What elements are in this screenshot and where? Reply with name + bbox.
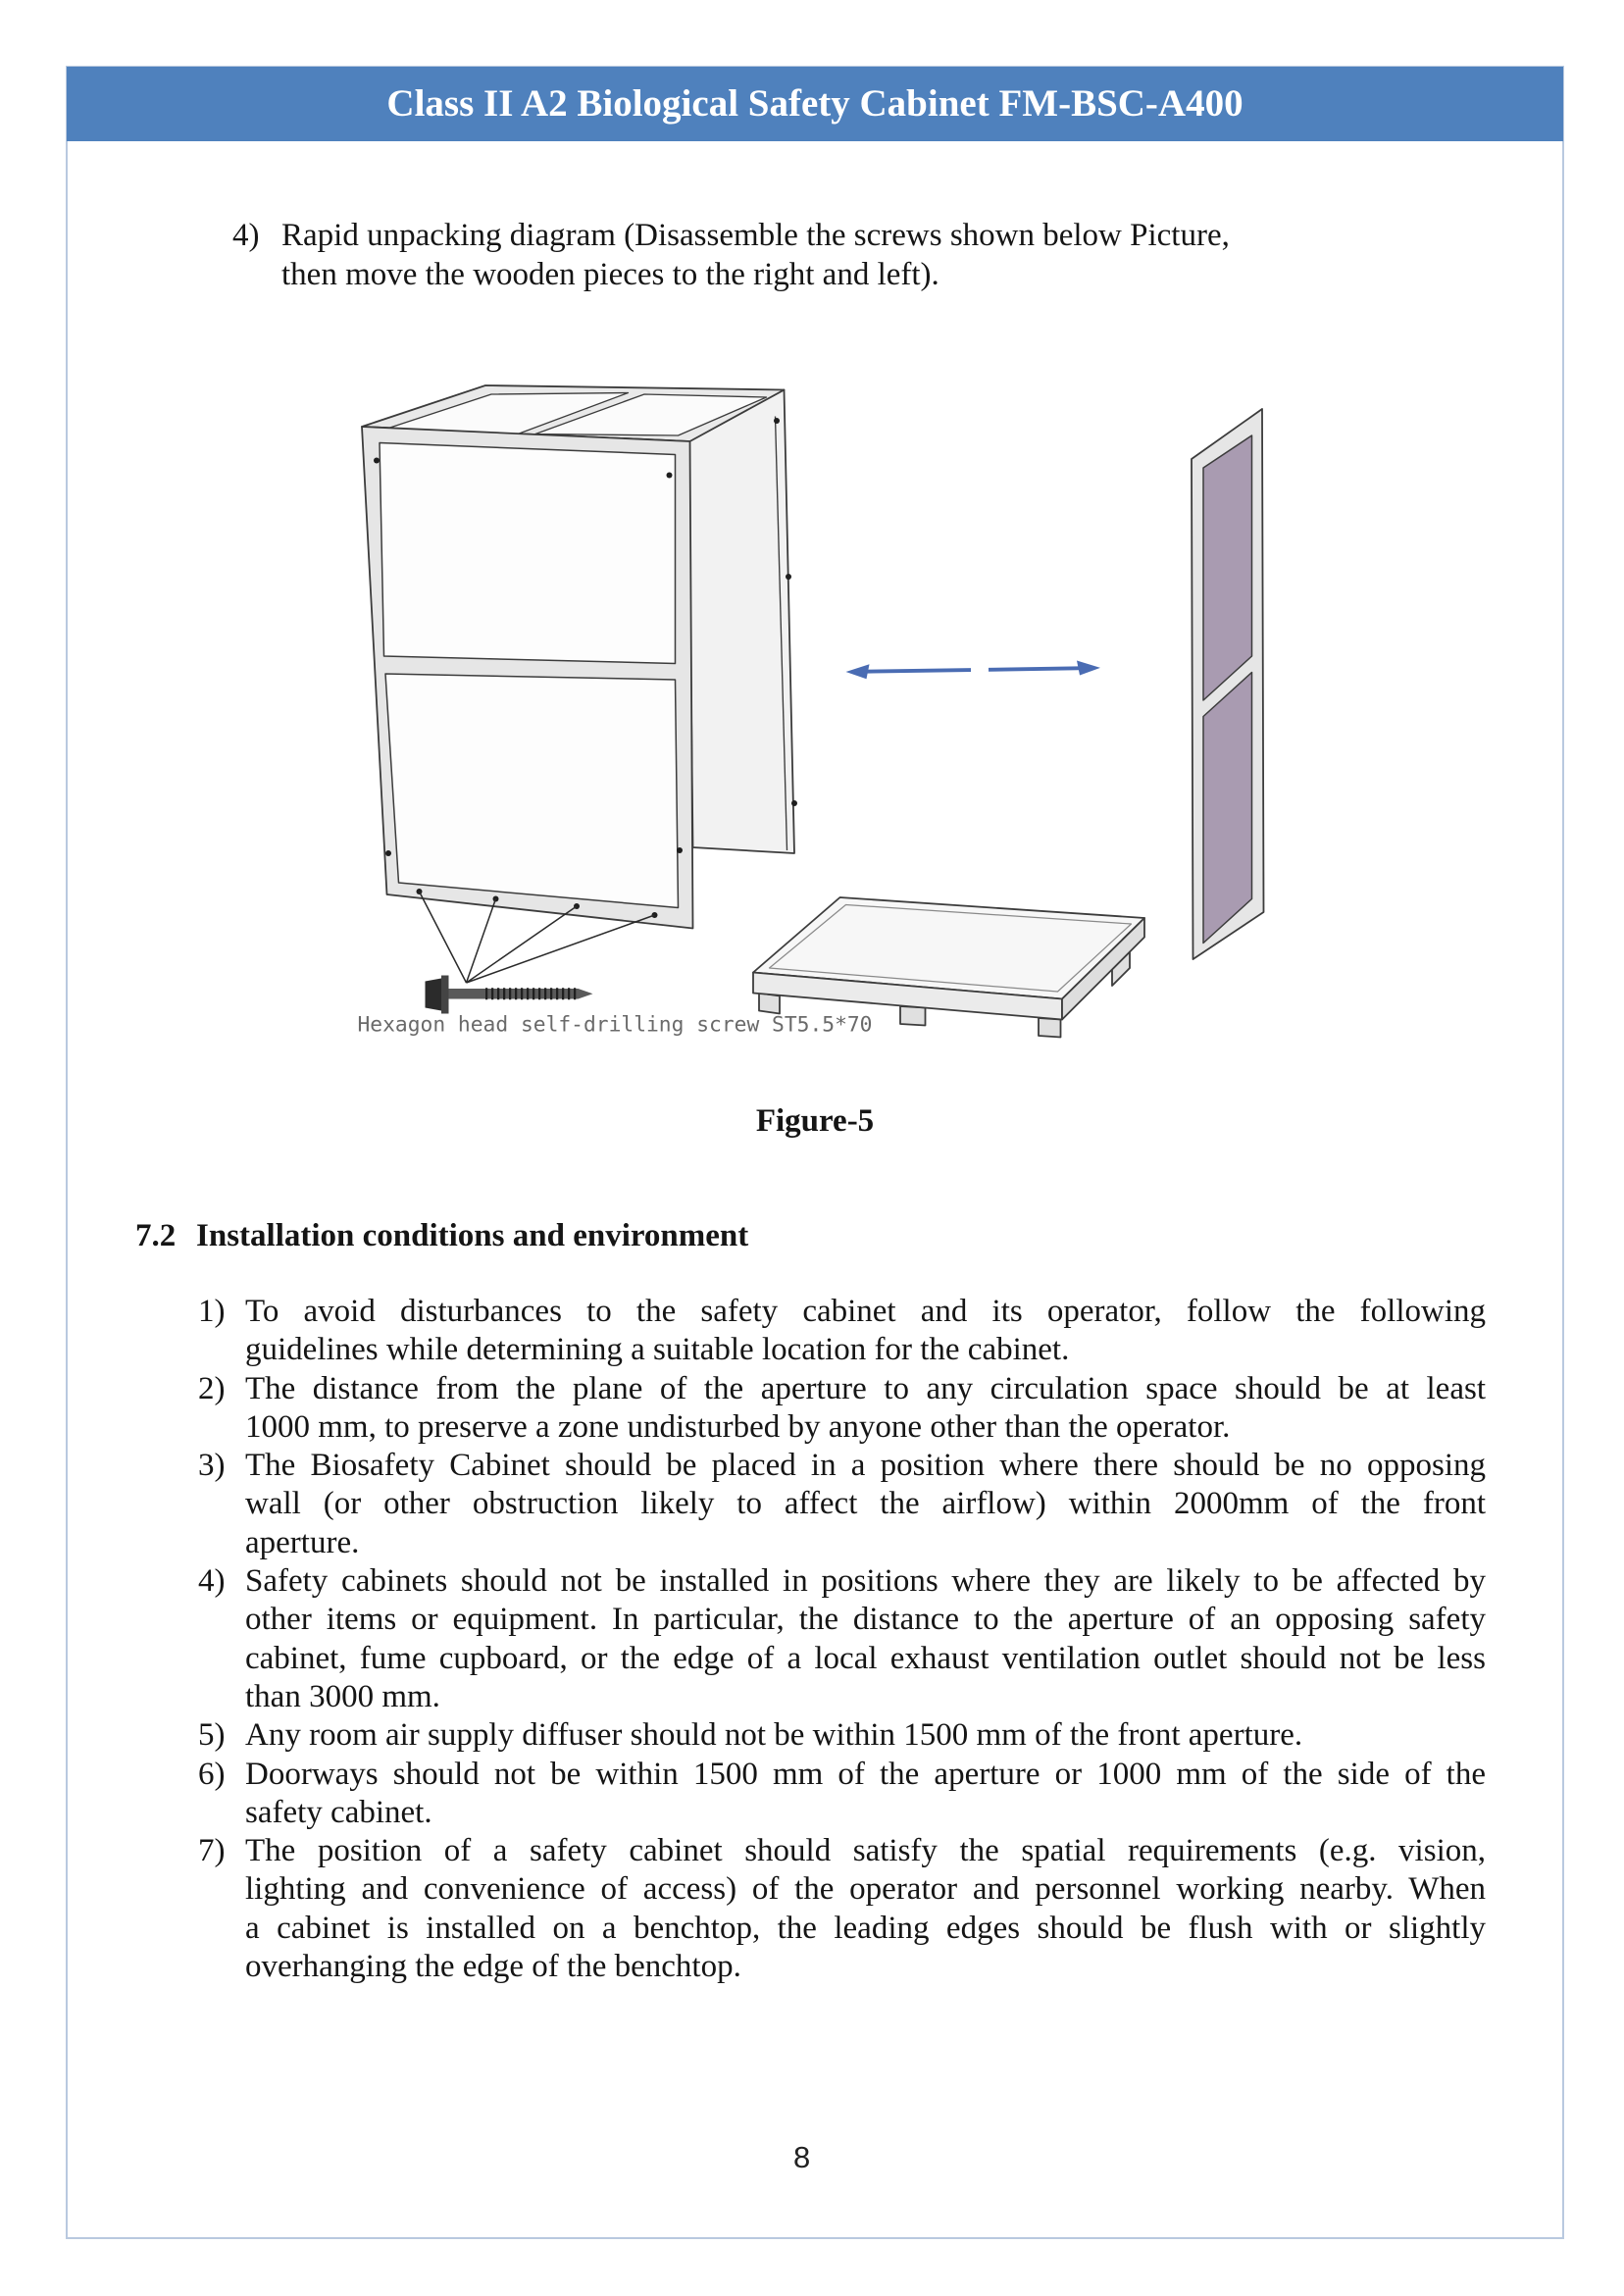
list-item-number: 1) bbox=[198, 1294, 226, 1329]
leader-line bbox=[465, 898, 497, 984]
crate-front-upper-panel bbox=[379, 441, 677, 665]
pallet-foot bbox=[758, 992, 781, 1015]
hex-screw bbox=[425, 975, 593, 1014]
list-item-number: 7) bbox=[198, 1833, 226, 1869]
list-item-line: lighting and convenience of access) of t… bbox=[245, 1871, 1486, 1908]
list-item: 6) Doorways should not be within 1500 mm… bbox=[198, 1756, 1486, 1833]
leader-line bbox=[466, 905, 578, 984]
step-number: 4) bbox=[232, 218, 260, 253]
pallet-foot bbox=[899, 1005, 927, 1027]
screw-points bbox=[374, 418, 797, 918]
pallet-foot bbox=[1038, 1017, 1062, 1039]
screw-dot bbox=[666, 472, 673, 479]
list-item-number: 5) bbox=[198, 1717, 226, 1754]
screw-head bbox=[425, 978, 441, 1011]
arrow-shaft-right bbox=[988, 666, 1087, 672]
screw-tip bbox=[578, 989, 593, 999]
list-item-number: 2) bbox=[198, 1370, 226, 1406]
list-item-line: guidelines while determining a suitable … bbox=[245, 1332, 1070, 1368]
list-item-line: Doorways should not be within 1500 mm of… bbox=[245, 1756, 1486, 1792]
pallet-base bbox=[752, 896, 1145, 1039]
arrow-head-right bbox=[1077, 660, 1100, 676]
arrow-shaft-left bbox=[860, 668, 972, 674]
leader-line bbox=[466, 914, 655, 984]
list-item-line: The position of a safety cabinet should … bbox=[245, 1833, 1486, 1869]
pallet-side-face bbox=[1061, 917, 1145, 1021]
list-item: 4) Safety cabinets should not be install… bbox=[198, 1562, 1486, 1716]
list-item-line: aperture. bbox=[245, 1524, 360, 1560]
side-board-edge bbox=[774, 416, 788, 851]
list-item-line: Any room air supply diffuser should not … bbox=[245, 1717, 1303, 1754]
list-item-line: Safety cabinets should not be installed … bbox=[245, 1563, 1486, 1600]
list-item-line: cabinet, fume cupboard, or the edge of a… bbox=[245, 1640, 1486, 1676]
list-item: 7) The position of a safety cabinet shou… bbox=[198, 1832, 1486, 1986]
list-item-line: than 3000 mm. bbox=[245, 1678, 440, 1714]
screw-dot bbox=[786, 574, 791, 580]
list-item-line: other items or equipment. In particular,… bbox=[245, 1602, 1486, 1638]
side-board-upper-pane bbox=[1202, 434, 1253, 701]
screw-dot bbox=[774, 418, 780, 424]
document-header: Class II A2 Biological Safety Cabinet FM… bbox=[67, 67, 1563, 141]
cabinet-crate bbox=[361, 384, 795, 930]
side-board-lower-pane bbox=[1202, 671, 1253, 944]
section-number: 7.2 bbox=[135, 1218, 177, 1253]
arrow-head-left bbox=[845, 664, 870, 680]
crate-top-board-right bbox=[534, 393, 768, 436]
figure-caption: Figure-5 bbox=[755, 1103, 875, 1139]
leader-line bbox=[418, 891, 468, 984]
step-text-line: then move the wooden pieces to the right… bbox=[281, 257, 939, 292]
list-item: 3) The Biosafety Cabinet should be place… bbox=[198, 1447, 1486, 1562]
crate-front-lower-panel bbox=[384, 673, 680, 909]
screw-dot bbox=[791, 800, 797, 806]
page-number: 8 bbox=[793, 2140, 811, 2174]
section-heading: 7.2 Installation conditions and environme… bbox=[135, 1216, 748, 1255]
screw-dot bbox=[374, 457, 380, 464]
section-title: Installation conditions and environment bbox=[196, 1218, 749, 1253]
list-item-line: a cabinet is installed on a benchtop, th… bbox=[245, 1910, 1486, 1946]
screw-leader-lines bbox=[418, 891, 655, 984]
list-item: 1) To avoid disturbances to the safety c… bbox=[198, 1293, 1486, 1370]
list-item-number: 6) bbox=[198, 1756, 226, 1792]
step-text-line: Rapid unpacking diagram (Disassemble the… bbox=[281, 218, 1230, 253]
list-item-line: overhanging the edge of the benchtop. bbox=[245, 1949, 741, 1985]
list-item-number: 4) bbox=[198, 1563, 226, 1600]
screw-dot bbox=[385, 850, 391, 856]
screw-washer bbox=[441, 975, 449, 1014]
screw-dot bbox=[677, 847, 683, 853]
list-item-line: To avoid disturbances to the safety cabi… bbox=[245, 1294, 1486, 1329]
pallet-top-inner-edge bbox=[768, 903, 1133, 993]
screw-label: Hexagon head self-drilling screw ST5.5*7… bbox=[358, 1013, 873, 1037]
move-left-right-arrow bbox=[845, 660, 1100, 680]
screw-shank bbox=[448, 989, 579, 999]
unpacking-diagram: Hexagon head self-drilling screw ST5.5*7… bbox=[358, 384, 1265, 1039]
document-title: Class II A2 Biological Safety Cabinet FM… bbox=[386, 82, 1243, 125]
list-item-line: The distance from the plane of the apert… bbox=[245, 1370, 1486, 1406]
installation-guidelines-list: 1) To avoid disturbances to the safety c… bbox=[198, 1293, 1486, 1986]
crate-side-board bbox=[687, 388, 795, 854]
list-item: 2) The distance from the plane of the ap… bbox=[198, 1370, 1486, 1448]
list-item-line: safety cabinet. bbox=[245, 1794, 432, 1830]
list-item-line: wall (or other obstruction likely to aff… bbox=[245, 1486, 1486, 1522]
list-item-number: 3) bbox=[198, 1448, 226, 1484]
list-item: 5) Any room air supply diffuser should n… bbox=[198, 1716, 1486, 1755]
list-item-line: 1000 mm, to preserve a zone undisturbed … bbox=[245, 1408, 1231, 1445]
list-item-line: The Biosafety Cabinet should be placed i… bbox=[245, 1448, 1486, 1484]
unpacking-step: 4) Rapid unpacking diagram (Disassemble … bbox=[232, 216, 1486, 294]
removed-side-board bbox=[1191, 408, 1265, 960]
